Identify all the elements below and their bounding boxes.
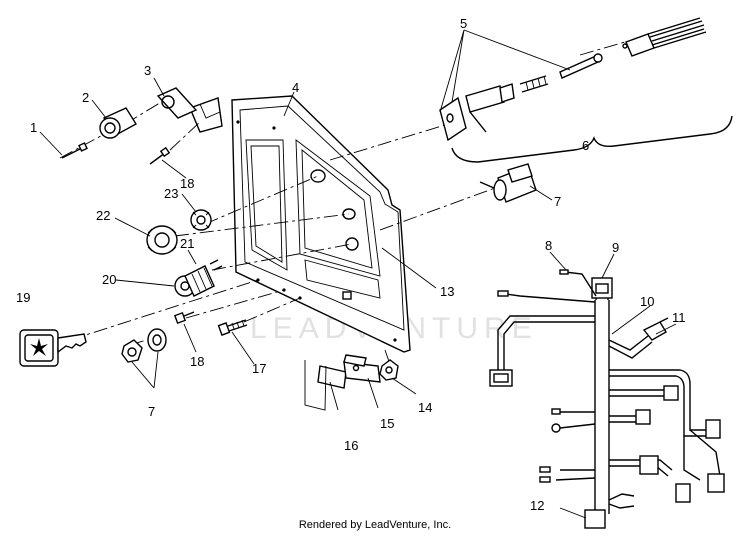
wiring-harness <box>489 269 725 529</box>
callout-9: 9 <box>612 240 619 255</box>
callout-1: 1 <box>30 120 37 135</box>
leader-lines <box>39 29 677 519</box>
callout-17: 17 <box>252 361 266 376</box>
screw-part-1 <box>61 142 88 159</box>
callout-11: 11 <box>672 310 686 325</box>
callout-18-upper: 18 <box>180 176 194 191</box>
switch-assembly-part-5 <box>439 17 707 142</box>
clip-outline <box>304 360 327 411</box>
callout-5: 5 <box>460 16 467 31</box>
callout-4: 4 <box>292 80 299 95</box>
callout-labels: 1 2 3 4 5 6 7 7 8 9 10 11 12 13 14 15 16… <box>16 16 686 513</box>
nut-part-22 <box>146 225 178 255</box>
screw-part-18-lower <box>173 311 195 325</box>
callout-22: 22 <box>96 208 110 223</box>
callout-12: 12 <box>530 498 544 513</box>
bracket-part-3 <box>156 87 198 119</box>
clip-parts-15-16 <box>317 354 381 389</box>
toggle-switch-part-7 <box>479 163 537 203</box>
key-part-19 <box>19 329 87 367</box>
callout-10: 10 <box>640 294 654 309</box>
callout-23: 23 <box>164 186 178 201</box>
callout-8: 8 <box>545 238 552 253</box>
assembly-lines <box>59 41 626 371</box>
screw-part-18-upper <box>149 146 171 165</box>
instrument-panel <box>231 95 411 353</box>
footer-credit: Rendered by LeadVenture, Inc. <box>298 519 452 531</box>
callout-7-toggle: 7 <box>554 194 561 209</box>
indicator-light-part-2 <box>99 107 137 139</box>
nut-washer-part-7 <box>121 328 167 363</box>
callout-3: 3 <box>144 63 151 78</box>
lock-washer-part-23 <box>190 209 212 231</box>
callout-18-lower: 18 <box>190 354 204 369</box>
callout-2: 2 <box>82 90 89 105</box>
nut-part-14 <box>379 359 399 381</box>
callout-15: 15 <box>380 416 394 431</box>
brace-part-6 <box>451 115 733 163</box>
callout-21: 21 <box>180 236 194 251</box>
ignition-switch-part-20 <box>174 259 223 297</box>
bolt-part-17 <box>217 319 248 336</box>
callout-19: 19 <box>16 290 30 305</box>
callout-20: 20 <box>102 272 116 287</box>
callout-6: 6 <box>582 138 589 153</box>
callout-16: 16 <box>344 438 358 453</box>
callout-14: 14 <box>418 400 432 415</box>
callout-13: 13 <box>440 284 454 299</box>
callout-7-nut: 7 <box>148 404 155 419</box>
